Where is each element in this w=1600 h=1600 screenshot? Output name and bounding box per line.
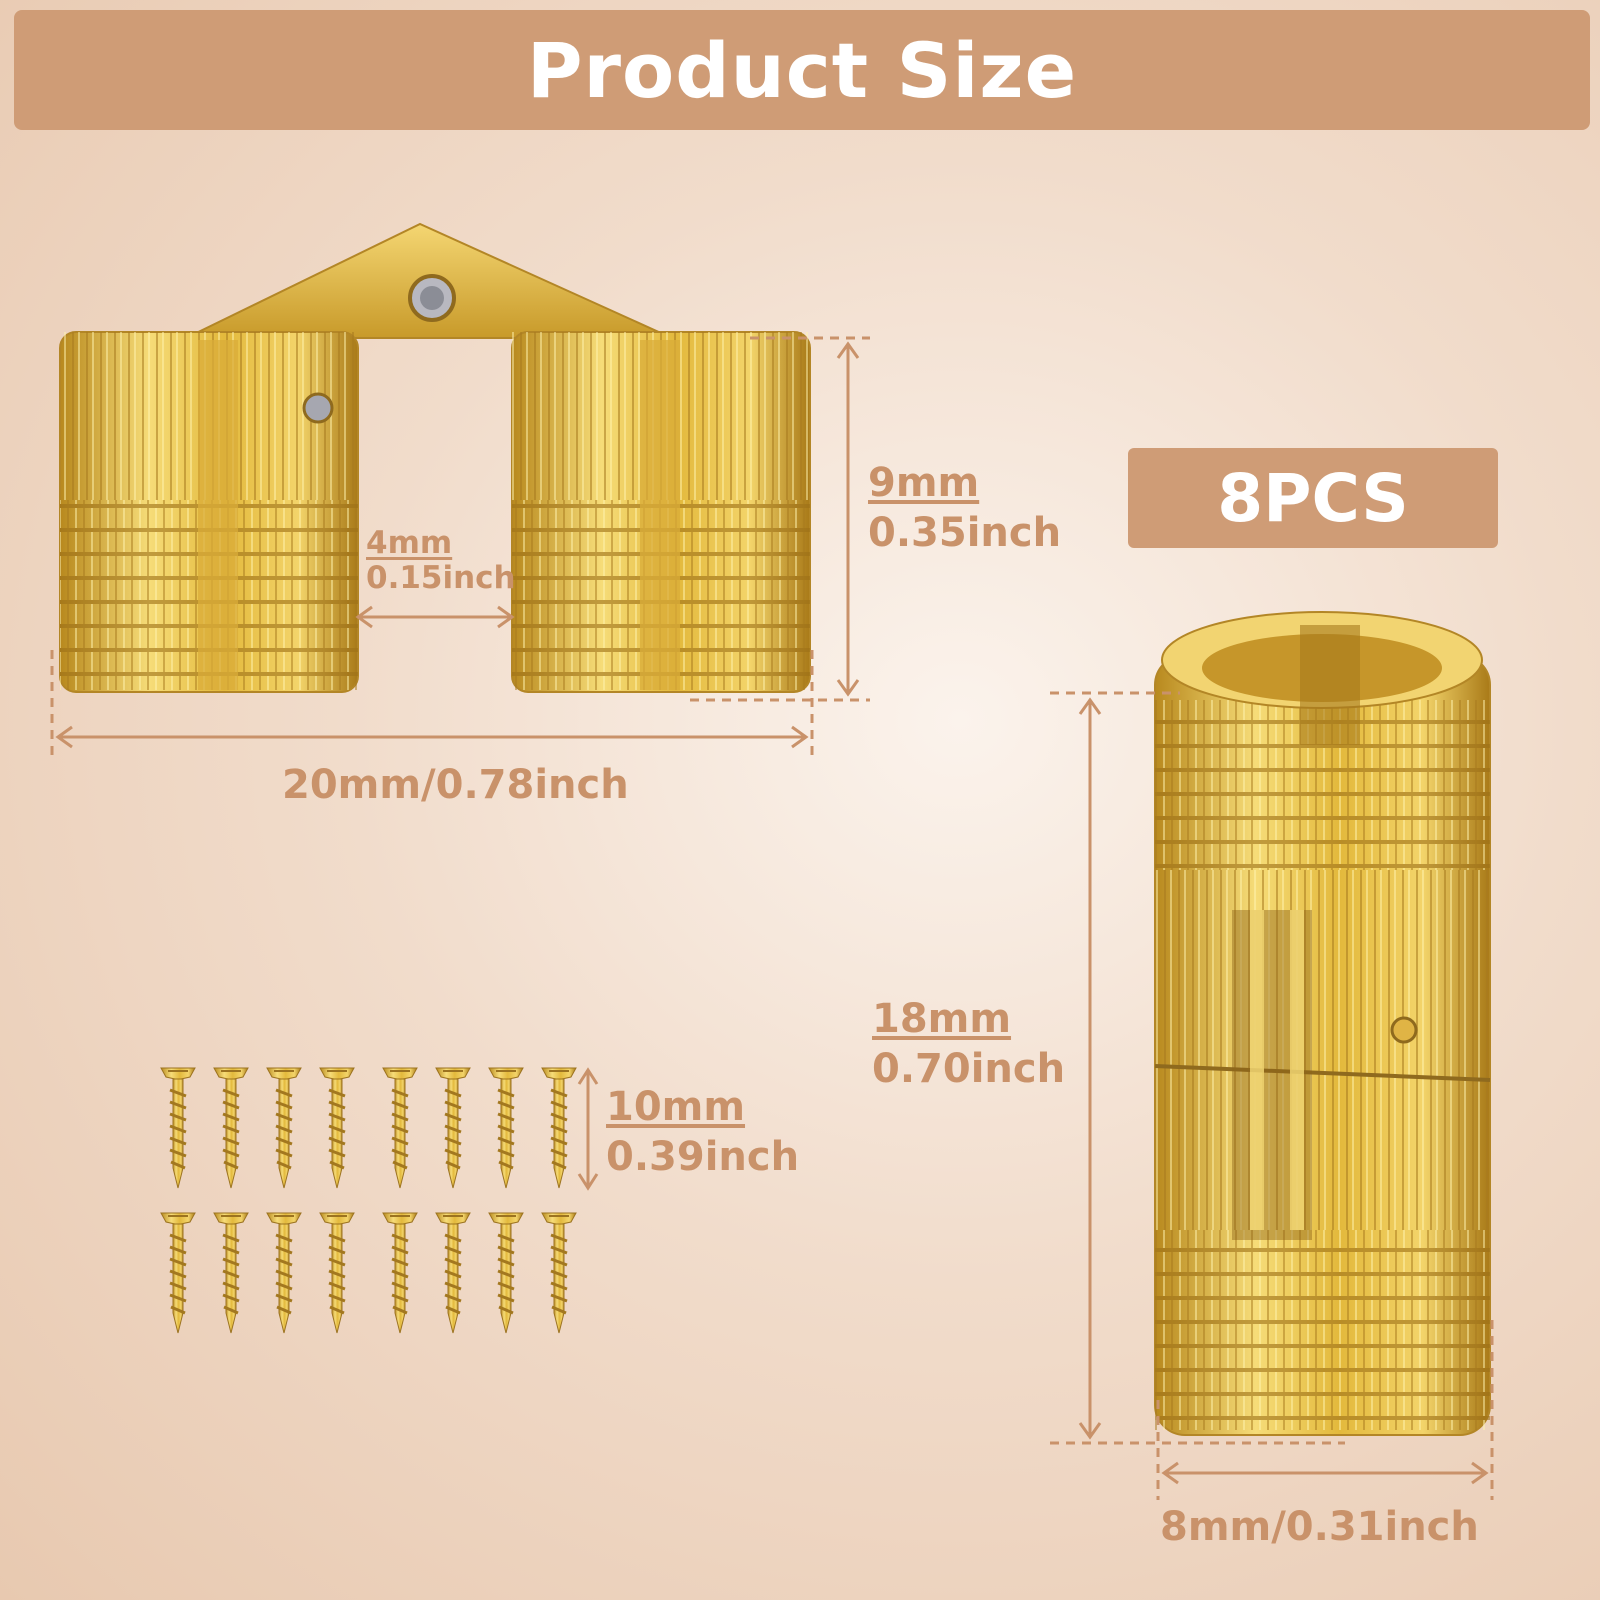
open-hinge-image xyxy=(59,222,811,693)
screw-length-label: 10mm 0.39inch xyxy=(606,1084,800,1180)
hinge-dimension-lines xyxy=(50,336,870,760)
header-banner: Product Size xyxy=(14,10,1590,130)
closed-barrel-hinge-image xyxy=(1154,611,1491,1436)
barrel-diameter-label: 8mm/0.31inch xyxy=(1160,1504,1479,1550)
quantity-badge: 8PCS xyxy=(1128,448,1498,548)
page-title: Product Size xyxy=(526,25,1078,115)
screw-set-image xyxy=(159,1066,578,1335)
barrel-dimension-lines xyxy=(1050,691,1494,1500)
hinge-gap-label: 4mm 0.15inch xyxy=(366,525,516,596)
hinge-height-label: 9mm 0.35inch xyxy=(868,460,1062,556)
quantity-label: 8PCS xyxy=(1217,459,1409,537)
barrel-length-label: 18mm 0.70inch xyxy=(872,996,1066,1092)
screw-dimension-line xyxy=(577,1067,599,1191)
hinge-width-label: 20mm/0.78inch xyxy=(282,762,629,808)
